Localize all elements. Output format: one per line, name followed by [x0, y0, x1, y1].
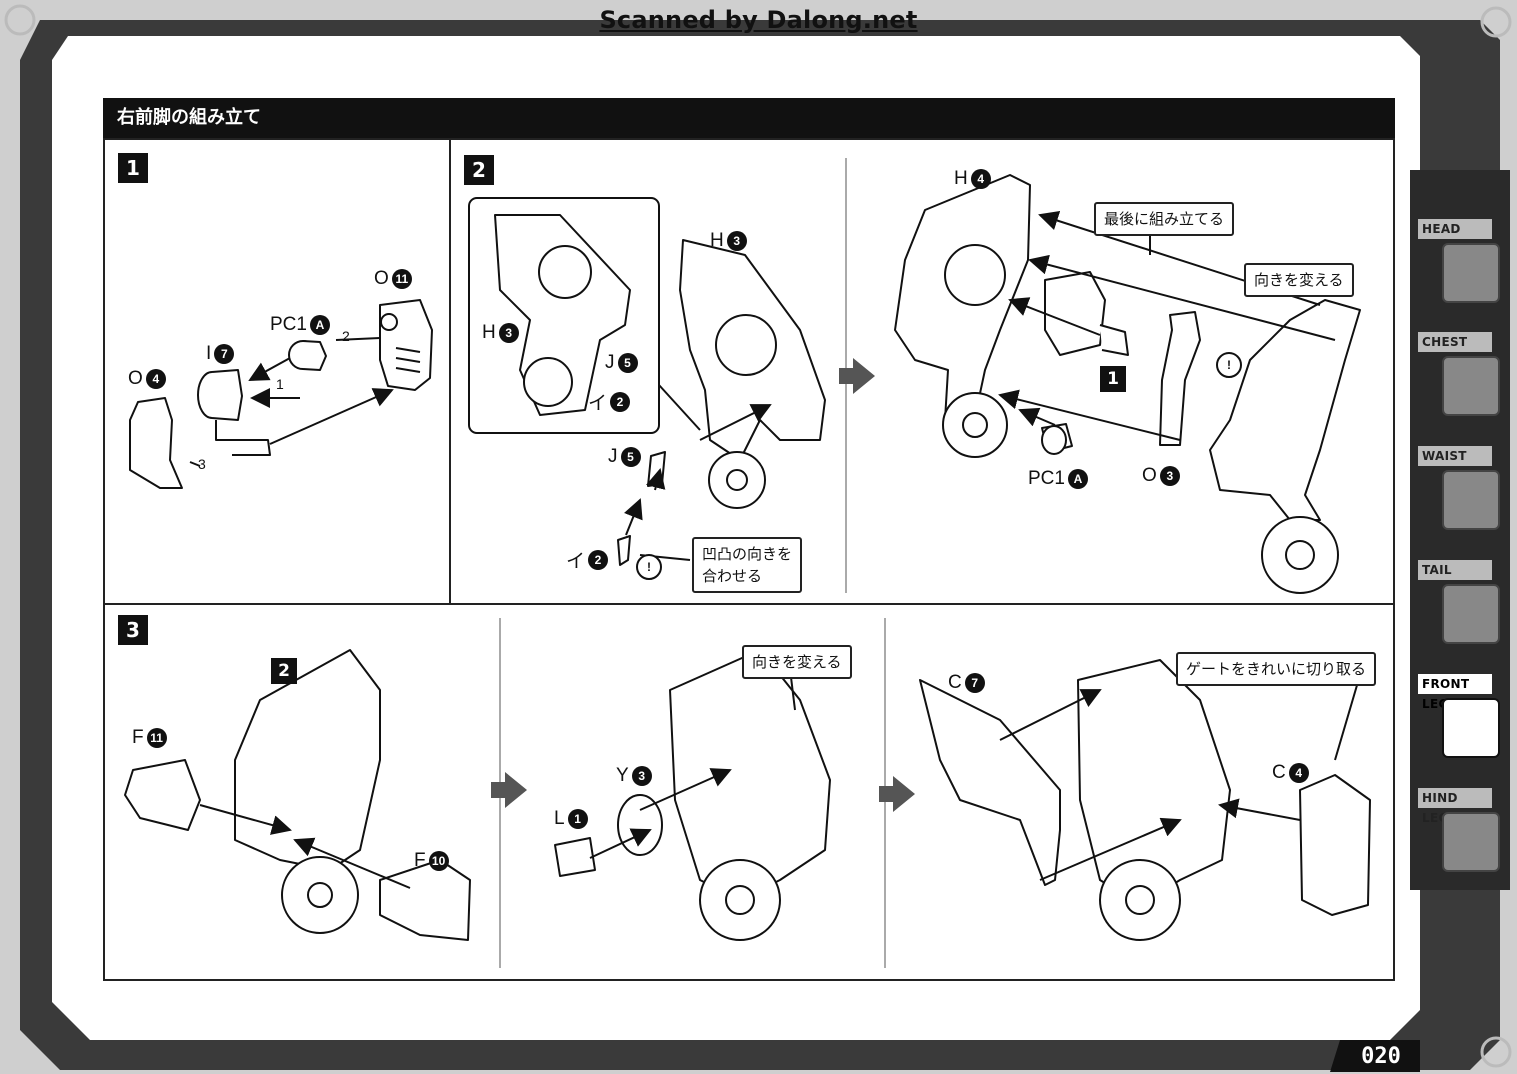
subassembly-ref-1: 1 [1100, 366, 1126, 392]
front-legs-icon [1442, 698, 1500, 758]
part-i7-gear [197, 369, 271, 456]
step-1-badge: 1 [118, 153, 148, 183]
step-3-badge: 3 [118, 615, 148, 645]
tab-head[interactable]: HEAD [1412, 215, 1504, 315]
note-align-notch: 凹凸の向きを 合わせる [692, 537, 803, 593]
tab-waist[interactable]: WAIST [1412, 442, 1504, 542]
tab-chest[interactable]: CHEST [1412, 328, 1504, 428]
scan-credit: Scanned by Dalong.net [599, 6, 918, 34]
section-title: 右前脚の組み立て [103, 98, 1395, 138]
warning-icon: ! [1216, 352, 1242, 378]
next-arrow [491, 772, 527, 808]
tab-label: CHEST [1418, 332, 1492, 352]
tab-label: HEAD [1418, 219, 1492, 239]
order-marker: 3 [198, 456, 206, 472]
head-icon [1442, 243, 1500, 303]
step-2-badge: 2 [464, 155, 494, 185]
subassembly-ref-2: 2 [271, 658, 297, 684]
part-o4-shell [129, 397, 183, 489]
order-marker: 1 [276, 376, 284, 392]
next-arrow [879, 776, 915, 812]
note-turn-around: 向きを変える [1244, 263, 1354, 297]
waist-icon [1442, 470, 1500, 530]
tab-label: WAIST [1418, 446, 1492, 466]
note-assemble-last: 最後に組み立てる [1094, 202, 1235, 236]
tab-label: TAIL [1418, 560, 1492, 580]
note-turn-around: 向きを変える [742, 645, 852, 679]
part-o11-cover [379, 299, 433, 391]
chest-icon [1442, 356, 1500, 416]
tab-tail[interactable]: TAIL [1412, 556, 1504, 656]
page-number: 020 [1361, 1044, 1401, 1069]
next-arrow [839, 358, 875, 394]
part-pc1a-cap [288, 340, 327, 371]
tab-hind-legs[interactable]: HIND LEGS [1412, 784, 1504, 884]
order-marker: 2 [342, 328, 350, 344]
hind-legs-icon [1442, 812, 1500, 872]
warning-icon: ! [636, 554, 662, 580]
tab-front-legs[interactable]: FRONT LEGS [1412, 670, 1504, 770]
tail-icon [1442, 584, 1500, 644]
tab-label: HIND LEGS [1418, 788, 1492, 825]
note-cut-gate: ゲートをきれいに切り取る [1176, 652, 1377, 686]
tab-label: FRONT LEGS [1418, 674, 1492, 711]
